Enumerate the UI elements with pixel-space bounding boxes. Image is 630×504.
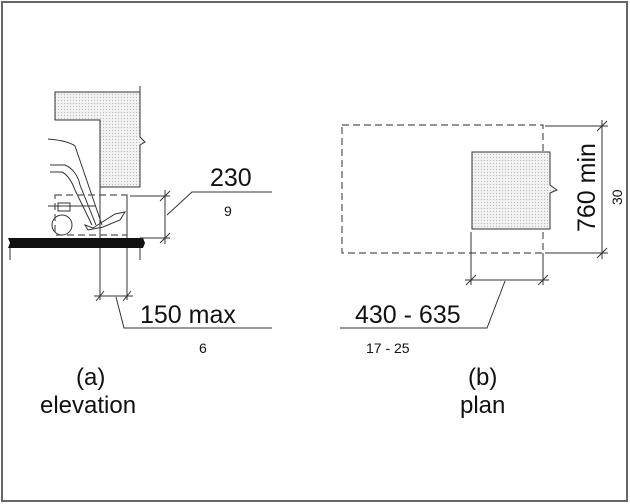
caption-letter-a: (a) xyxy=(76,364,105,391)
elevation-view: 230 9 150 max 6 (a) elevation xyxy=(8,86,272,419)
plan-view: 760 min 30 430 - 635 17 - 25 (b) plan xyxy=(340,120,625,419)
height-dimension xyxy=(130,190,272,244)
width-dim-metric: 760 min xyxy=(573,143,601,232)
caption-elevation: elevation xyxy=(40,392,136,419)
counter-section xyxy=(54,91,146,188)
caption-letter-b: (b) xyxy=(468,364,497,391)
depth-dim-imperial: 6 xyxy=(199,340,207,356)
caption-plan: plan xyxy=(460,392,505,419)
depth-dim-metric: 150 max xyxy=(140,301,236,329)
plan-depth-dim-metric: 430 - 635 xyxy=(355,301,461,329)
plan-depth-dimension xyxy=(340,232,549,329)
depth-dimension xyxy=(94,290,272,329)
toe-clearance-zone xyxy=(54,194,128,236)
counter-plan xyxy=(471,151,559,230)
floor xyxy=(8,238,145,248)
plan-depth-dim-imperial: 17 - 25 xyxy=(366,340,410,356)
height-dim-imperial: 9 xyxy=(224,203,232,219)
width-dim-imperial: 30 xyxy=(609,189,625,205)
width-dimension xyxy=(545,120,608,259)
height-dim-metric: 230 xyxy=(210,164,252,192)
